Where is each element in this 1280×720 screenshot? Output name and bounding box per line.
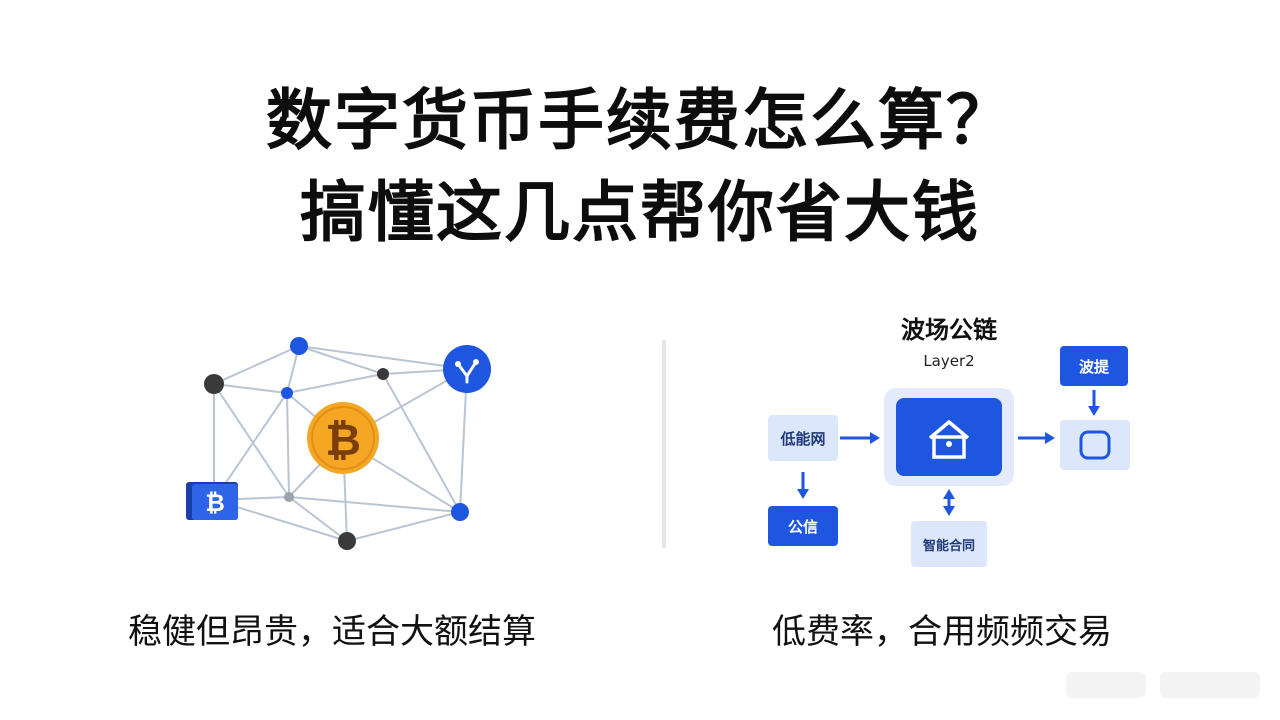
svg-text:公信: 公信 [788,518,818,536]
box-smart-contract: 智能合同 [911,521,987,567]
panel-divider [662,340,666,548]
chain-title: 波场公链 [901,316,998,344]
chain-subtitle: Layer2 [923,352,974,370]
title-line-2: 搞懂这几点帮你省大钱 [300,174,980,251]
bitcoin-icon: ₿ [307,402,379,474]
box-low-energy-net: 低能网 [768,415,838,461]
svg-text:智能合同: 智能合同 [923,538,975,554]
watermark [1066,672,1146,698]
box-public-trust: 公信 [768,506,838,546]
title-line-1: 数字货币手续费怎么算？ [266,82,1014,159]
bitcoin-symbol: ₿ [325,415,361,466]
central-node [884,388,1014,486]
network-node [451,503,469,521]
home-icon [928,420,970,440]
network-node [377,368,389,380]
network-node [204,374,224,394]
caption-right: 低费率，合用频频交易 [772,612,1112,652]
network-node [338,532,356,550]
svg-text:波提: 波提 [1079,358,1110,376]
box-wave-lift: 波提 [1060,346,1128,386]
svg-text:低能网: 低能网 [779,430,825,448]
watermark [1160,672,1260,698]
square-icon [1079,430,1111,460]
bitcoin-block-icon: ₿ [186,482,238,520]
network-node [284,492,294,502]
box-output-node [1060,420,1130,470]
caption-left: 稳健但昂贵，适合大额结算 [128,612,536,652]
network-node [281,387,293,399]
link-icon [443,345,491,393]
network-node [290,337,308,355]
block-symbol: ₿ [205,489,225,517]
flow-arrows [797,390,1100,516]
